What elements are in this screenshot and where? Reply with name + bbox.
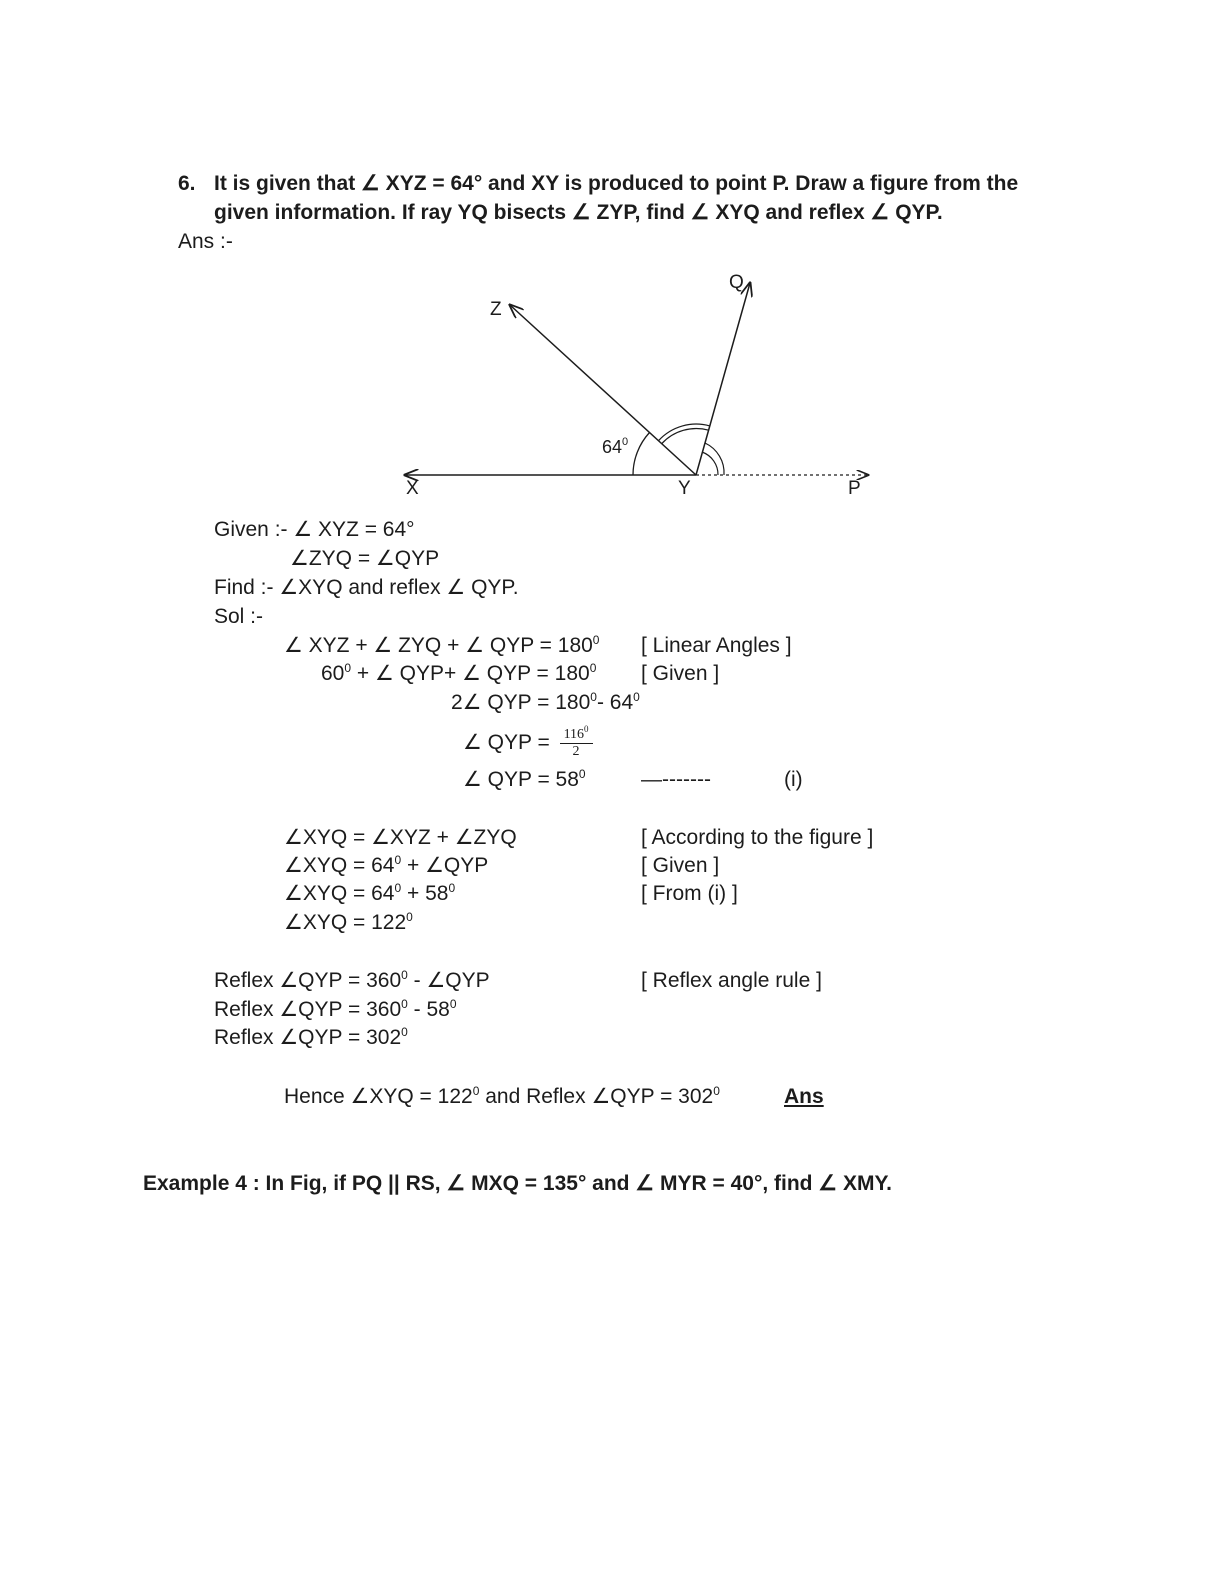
label-x: X xyxy=(406,478,419,499)
example4-heading: Example 4 : In Fig, if PQ || RS, ∠ MXQ =… xyxy=(143,1172,893,1195)
label-z: Z xyxy=(490,299,502,320)
angle-arc-qyp-inner xyxy=(701,451,719,476)
xyq-line2-reason: [ Given ] xyxy=(641,854,720,877)
label-q: Q xyxy=(729,272,744,293)
xyq-line4: ∠XYQ = 1220 xyxy=(284,910,413,934)
sol-label: Sol :- xyxy=(214,605,264,628)
reflex-line1-reason: [ Reflex angle rule ] xyxy=(641,969,822,992)
reflex-line3: Reflex ∠QYP = 3020 xyxy=(214,1025,408,1049)
question-text-line2: given information. If ray YQ bisects ∠ Z… xyxy=(214,201,943,224)
reflex-line1: Reflex ∠QYP = 3600 - ∠QYP xyxy=(214,968,490,992)
find-line: Find :- ∠XYQ and reflex ∠ QYP. xyxy=(214,576,519,599)
label-y: Y xyxy=(678,478,691,499)
step5-tag: (i) xyxy=(784,768,803,791)
angle-arc-zyq-outer xyxy=(658,423,710,442)
ray-yq xyxy=(695,283,750,476)
xyq-line1-reason: [ According to the figure ] xyxy=(641,826,874,849)
angle-arc-xyz xyxy=(632,432,650,476)
xyq-line1: ∠XYQ = ∠XYZ + ∠ZYQ xyxy=(284,826,517,849)
angle-figure: X Y P Z Q 640 xyxy=(390,272,890,499)
step2-reason: [ Given ] xyxy=(641,662,720,685)
label-p: P xyxy=(848,478,861,499)
ray-yz xyxy=(510,305,697,476)
xyq-line3-reason: [ From (i) ] xyxy=(641,882,738,905)
xyq-line3: ∠XYQ = 640 + 580 xyxy=(284,881,456,905)
step3-equation: 2∠ QYP = 1800- 640 xyxy=(451,690,640,714)
step5-dash: —------- xyxy=(641,768,711,791)
step1-equation: ∠ XYZ + ∠ ZYQ + ∠ QYP = 1800 xyxy=(284,633,600,657)
ans-label: Ans :- xyxy=(178,230,233,253)
xyq-line2: ∠XYQ = 640 + ∠QYP xyxy=(284,853,489,877)
angle-arc-zyq-inner xyxy=(661,427,709,445)
question-number: 6. xyxy=(178,172,196,195)
angle-label-64: 640 xyxy=(602,436,628,457)
step5-equation: ∠ QYP = 580 xyxy=(463,767,586,791)
hence-statement: Hence ∠XYQ = 1220 and Reflex ∠QYP = 3020 xyxy=(284,1084,720,1108)
step1-reason: [ Linear Angles ] xyxy=(641,634,792,657)
angle-arc-qyp-outer xyxy=(704,442,725,476)
step2-equation: 600 + ∠ QYP+ ∠ QYP = 1800 xyxy=(321,661,597,685)
given-line1: Given :- ∠ XYZ = 64° xyxy=(214,518,415,541)
reflex-line2: Reflex ∠QYP = 3600 - 580 xyxy=(214,997,457,1021)
question-text-line1: It is given that ∠ XYZ = 64° and XY is p… xyxy=(214,172,1019,195)
ans-marker: Ans xyxy=(784,1085,824,1108)
given-line2: ∠ZYQ = ∠QYP xyxy=(290,547,440,570)
